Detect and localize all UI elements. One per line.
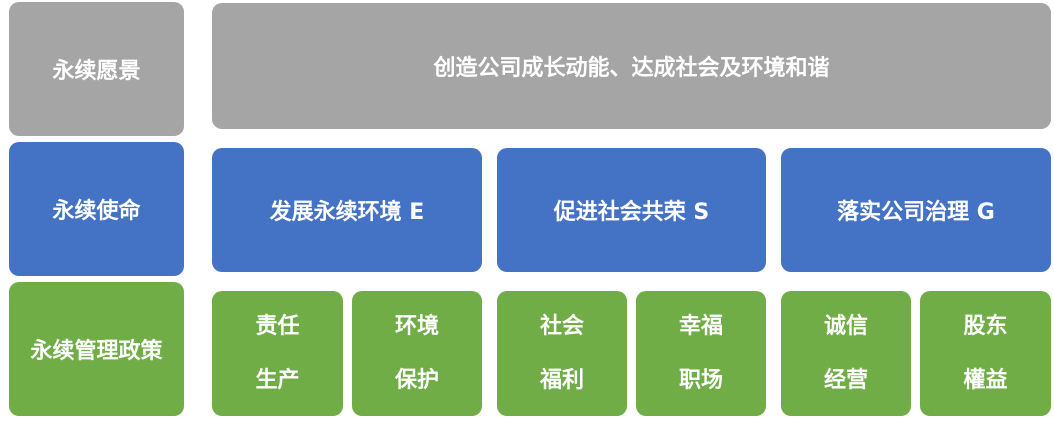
vision-content: 创造公司成长动能、达成社会及环境和谐 bbox=[212, 3, 1051, 129]
policy-item-line1: 社会 bbox=[539, 313, 584, 339]
policy-item-line2: 生产 bbox=[255, 367, 300, 393]
vision-label-text: 永续愿景 bbox=[52, 59, 141, 84]
policy-item-line1: 幸福 bbox=[678, 313, 723, 339]
policy-item-line1: 诚信 bbox=[823, 313, 868, 339]
policy-item-shareholder-rights: 股东 權益 bbox=[920, 291, 1051, 416]
policy-item-social-welfare: 社会 福利 bbox=[497, 291, 627, 416]
mission-social: 促进社会共荣 S bbox=[497, 148, 766, 272]
vision-label: 永续愿景 bbox=[9, 2, 184, 136]
policy-item-line2: 保护 bbox=[394, 367, 439, 393]
policy-item-line2: 经营 bbox=[823, 367, 868, 393]
policy-item-line2: 职场 bbox=[678, 367, 723, 393]
policy-item-line1: 股东 bbox=[963, 313, 1008, 339]
policy-item-line2: 權益 bbox=[963, 367, 1008, 393]
policy-item-environmental-protection: 环境 保护 bbox=[352, 291, 482, 416]
policy-item-line2: 福利 bbox=[539, 367, 584, 393]
mission-governance-text: 落实公司治理 G bbox=[837, 200, 995, 225]
policy-label-text: 永续管理政策 bbox=[30, 339, 163, 364]
vision-content-text: 创造公司成长动能、达成社会及环境和谐 bbox=[433, 56, 830, 81]
policy-item-responsible-production: 责任 生产 bbox=[212, 291, 343, 416]
mission-environment: 发展永续环境 E bbox=[212, 148, 482, 272]
policy-label: 永续管理政策 bbox=[9, 282, 184, 416]
mission-label: 永续使命 bbox=[9, 142, 184, 276]
policy-item-line1: 环境 bbox=[394, 313, 439, 339]
mission-label-text: 永续使命 bbox=[52, 199, 141, 224]
policy-item-line1: 责任 bbox=[255, 313, 300, 339]
mission-social-text: 促进社会共荣 S bbox=[553, 200, 710, 225]
mission-environment-text: 发展永续环境 E bbox=[269, 200, 425, 225]
mission-governance: 落实公司治理 G bbox=[781, 148, 1051, 272]
policy-item-happy-workplace: 幸福 职场 bbox=[636, 291, 766, 416]
policy-item-integrity-management: 诚信 经营 bbox=[781, 291, 911, 416]
